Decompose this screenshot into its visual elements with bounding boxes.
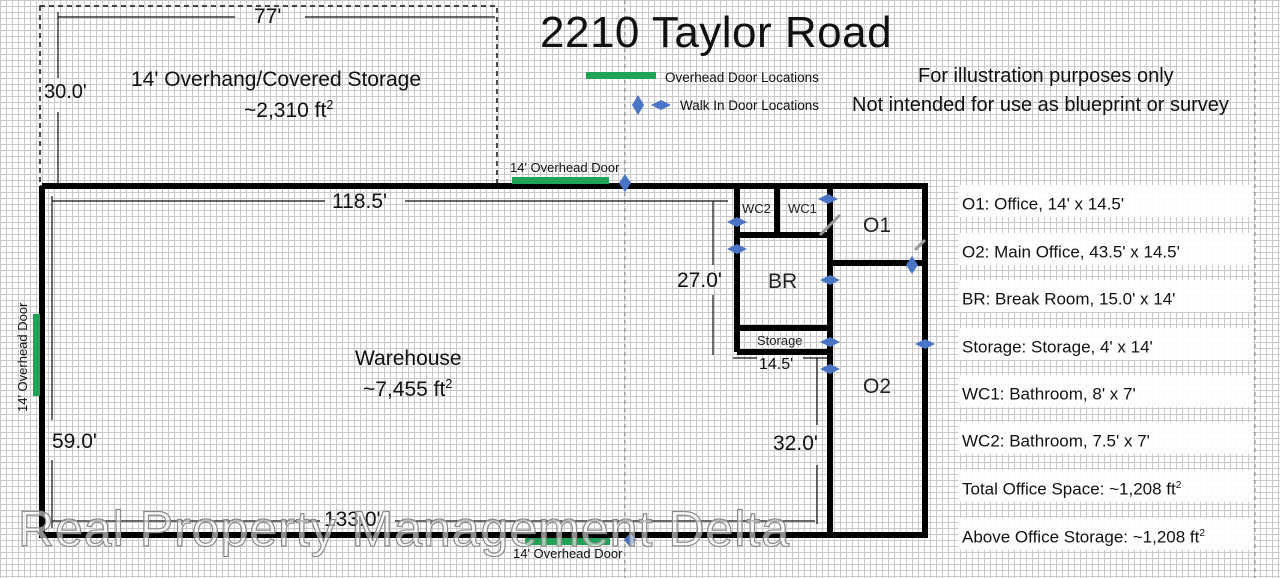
info-row-o2: O2: Main Office, 43.5' x 14.5' — [958, 233, 1253, 265]
info-row-wc1: WC1: Bathroom, 8' x 7' — [958, 375, 1253, 407]
top-overhead-door-label: 14' Overhead Door — [510, 160, 620, 175]
disclaimer-line-2: Not intended for use as blueprint or sur… — [852, 94, 1229, 116]
info-row-storage: Storage: Storage, 4' x 14' — [958, 328, 1253, 360]
room-label-wc2: WC2 — [742, 201, 771, 216]
office-14-5-dimension: 14.5' — [759, 356, 794, 373]
walk-in-door-markers — [619, 95, 935, 547]
info-row-wc2: WC2: Bathroom, 7.5' x 7' — [958, 422, 1253, 454]
room-label-wc1: WC1 — [788, 201, 817, 216]
warehouse-left-dimension: 59.0' — [52, 430, 97, 453]
bottom-overhead-door-label: 14' Overhead Door — [513, 546, 623, 561]
watermark: Real Property Management Delta — [17, 500, 791, 557]
walk-in-door-legend-icon — [632, 95, 672, 115]
warehouse-top-dimension: 118.5' — [332, 190, 388, 213]
office-32-dimension: 32.0' — [773, 432, 818, 455]
overhang-name: 14' Overhang/Covered Storage — [131, 68, 422, 91]
room-label-o1: O1 — [863, 214, 892, 237]
office-27-dimension: 27.0' — [677, 269, 722, 292]
disclaimer-line-1: For illustration purposes only — [918, 65, 1174, 87]
overhead-door-legend-icon — [586, 72, 656, 79]
overhang-area: ~2,310 ft2 — [244, 98, 334, 122]
page-title: 2210 Taylor Road — [540, 8, 893, 57]
room-label-storage: Storage — [757, 333, 803, 348]
overhang-depth-dimension: 30.0' — [44, 81, 87, 103]
info-row-o1: O1: Office, 14' x 14.5' — [958, 185, 1253, 217]
building-walls — [39, 183, 928, 538]
info-row-above-storage: Above Office Storage: ~1,208 ft2 — [958, 518, 1253, 550]
legend-walk-in-door-label: Walk In Door Locations — [680, 98, 820, 113]
legend-overhead-door-label: Overhead Door Locations — [665, 70, 819, 85]
info-row-total-office: Total Office Space: ~1,208 ft2 — [958, 470, 1253, 502]
left-overhead-door-label: 14' Overhead Door — [15, 302, 30, 412]
overhang-boundary — [39, 5, 498, 187]
info-row-br: BR: Break Room, 15.0' x 14' — [958, 280, 1253, 312]
warehouse-area: ~7,455 ft2 — [363, 377, 453, 401]
overhang-width-dimension: 77' — [254, 5, 282, 28]
room-label-o2: O2 — [863, 375, 892, 398]
warehouse-bottom-dimension: 133.0' — [324, 508, 381, 531]
warehouse-name: Warehouse — [355, 347, 462, 370]
room-label-br: BR — [768, 270, 798, 293]
overhead-door-markers — [33, 72, 656, 545]
